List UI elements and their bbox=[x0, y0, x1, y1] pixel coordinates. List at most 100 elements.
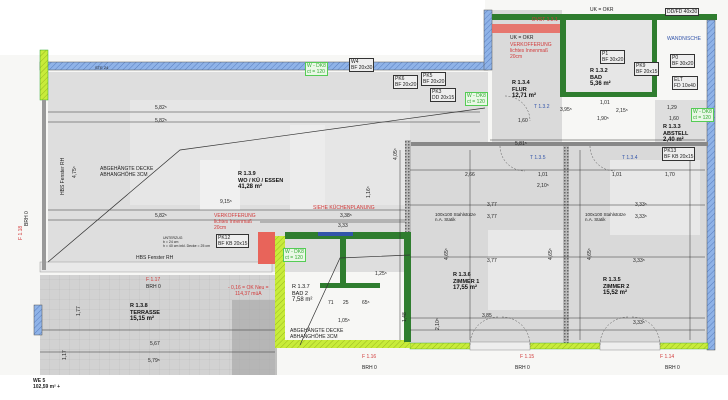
room-name: ZIMMER 2 bbox=[603, 283, 630, 290]
dimension: 1,25⁵ bbox=[375, 271, 387, 277]
room-name: BAD 2 bbox=[292, 290, 308, 297]
uk-okr-note: UK = OKR bbox=[590, 7, 614, 13]
room-area: 12,71 m² bbox=[512, 93, 537, 99]
dimension: 1,29 bbox=[667, 105, 677, 111]
dimension: 5,82⁵ bbox=[155, 105, 167, 111]
dimension: 65⁵ bbox=[362, 300, 370, 306]
tag-spec: ct = 120 bbox=[693, 115, 711, 121]
kitchen-note: SIEHE KÜCHENPLANUNG bbox=[313, 205, 375, 211]
dimension: 1,60 bbox=[669, 116, 679, 122]
door-label: T 1.3.2 bbox=[534, 104, 550, 110]
brh-label: BRH 0 bbox=[146, 284, 161, 290]
tag-spec: BF 20x15 bbox=[636, 69, 658, 75]
room-area: 5,36 m² bbox=[590, 81, 611, 87]
brh-label: BRH 0 bbox=[515, 365, 530, 371]
room-name: FLUR bbox=[512, 86, 527, 93]
room-id: R 1.3.9 bbox=[238, 171, 256, 177]
dimension: 1,60 bbox=[518, 118, 528, 124]
tag-id: PK13 bbox=[664, 148, 677, 154]
right-wall bbox=[706, 19, 716, 351]
note-line: 20cm bbox=[214, 225, 227, 231]
note-line: 20cm bbox=[510, 54, 523, 60]
dimension: 4,05⁵ bbox=[393, 148, 399, 160]
dimension: 5,82⁵ bbox=[155, 213, 167, 219]
dimension: 3,77 bbox=[487, 202, 497, 208]
note-line: UNTERZUG bbox=[163, 236, 183, 240]
ceiling-outline-2 bbox=[299, 254, 411, 346]
dimension: 4,65⁵ bbox=[444, 248, 450, 260]
tag-dvst: DVST 1.3.1 bbox=[532, 17, 558, 23]
tag-spec: BF KB 20x15 bbox=[664, 154, 694, 160]
note-line: 100x100 Stahlstütze bbox=[585, 212, 626, 217]
door-label: T 1.3.4 bbox=[622, 155, 638, 161]
tag-id: PK5 bbox=[423, 73, 433, 79]
room-area: 7,58 m² bbox=[292, 297, 313, 303]
dimension: 3,33⁵ bbox=[633, 320, 645, 326]
dimension: 3,33⁵ bbox=[633, 258, 645, 264]
dimension: 5,67 bbox=[150, 341, 160, 347]
room-id: R 1.3.2 bbox=[590, 68, 608, 74]
window-label: F 1.14 bbox=[660, 354, 675, 360]
room-id: R 1.3.8 bbox=[130, 303, 148, 309]
room-id: R 1.3.7 bbox=[292, 284, 310, 290]
dimension: 1,90⁵ bbox=[597, 116, 609, 122]
tag-id: W - DK8 bbox=[467, 93, 486, 99]
dimension: 3,38⁵ bbox=[340, 213, 352, 219]
tag-spec: BF 20x20 bbox=[423, 79, 445, 85]
hbs-note-vertical: HBS Fenster RH bbox=[60, 157, 66, 195]
room-area: 41,28 m² bbox=[238, 184, 263, 190]
ste-label: STE 24 bbox=[95, 65, 109, 70]
tag-spec: BF 20x20 bbox=[395, 82, 417, 88]
dimension: 3,85 bbox=[482, 313, 492, 319]
note-line: 100x100 Stahlstütze bbox=[435, 212, 476, 217]
dimension: 1,01 bbox=[612, 172, 622, 178]
window-label: F 1.18 bbox=[18, 225, 24, 240]
room-id: R 1.3.4 bbox=[512, 80, 530, 86]
note-line: ABGEHÄNGTE DECKE bbox=[100, 166, 154, 172]
room-area: 2,40 m² bbox=[663, 137, 684, 143]
dimension: 71 bbox=[328, 300, 334, 306]
room-area: 15,15 m² bbox=[130, 316, 155, 322]
dimension: 3,95⁵ bbox=[560, 107, 572, 113]
note-line: 114,37 müA bbox=[235, 291, 262, 297]
tag-id: P0 bbox=[672, 55, 679, 61]
dimension: 1,77 bbox=[76, 306, 82, 316]
dimension: 1,70 bbox=[665, 172, 675, 178]
room-name: WO / KÜ / ESSEN bbox=[238, 177, 284, 184]
dimension: 5,82⁵ bbox=[155, 118, 167, 124]
dimension: 3,77 bbox=[487, 258, 497, 264]
tag-id: PK3 bbox=[432, 89, 442, 95]
room-name: ABSTELL bbox=[663, 130, 689, 137]
tag-id: PK12 bbox=[218, 235, 231, 241]
dimension: 1,16⁵ bbox=[366, 186, 372, 198]
note-line: n.A. Statik bbox=[585, 217, 606, 222]
dimension: 4,65⁵ bbox=[587, 248, 593, 260]
tag-id: PK9 bbox=[636, 63, 646, 69]
dimension: 1,17 bbox=[62, 350, 68, 360]
tag-id: W - DK8 bbox=[307, 63, 326, 69]
note-line: VERKOFFERUNG bbox=[510, 42, 552, 48]
note-line: VERKOFFERUNG bbox=[214, 213, 256, 219]
dimension: 2,10⁵ bbox=[537, 183, 549, 189]
dimension: 25 bbox=[343, 300, 349, 306]
dimension: 3,33⁵ bbox=[635, 214, 647, 220]
